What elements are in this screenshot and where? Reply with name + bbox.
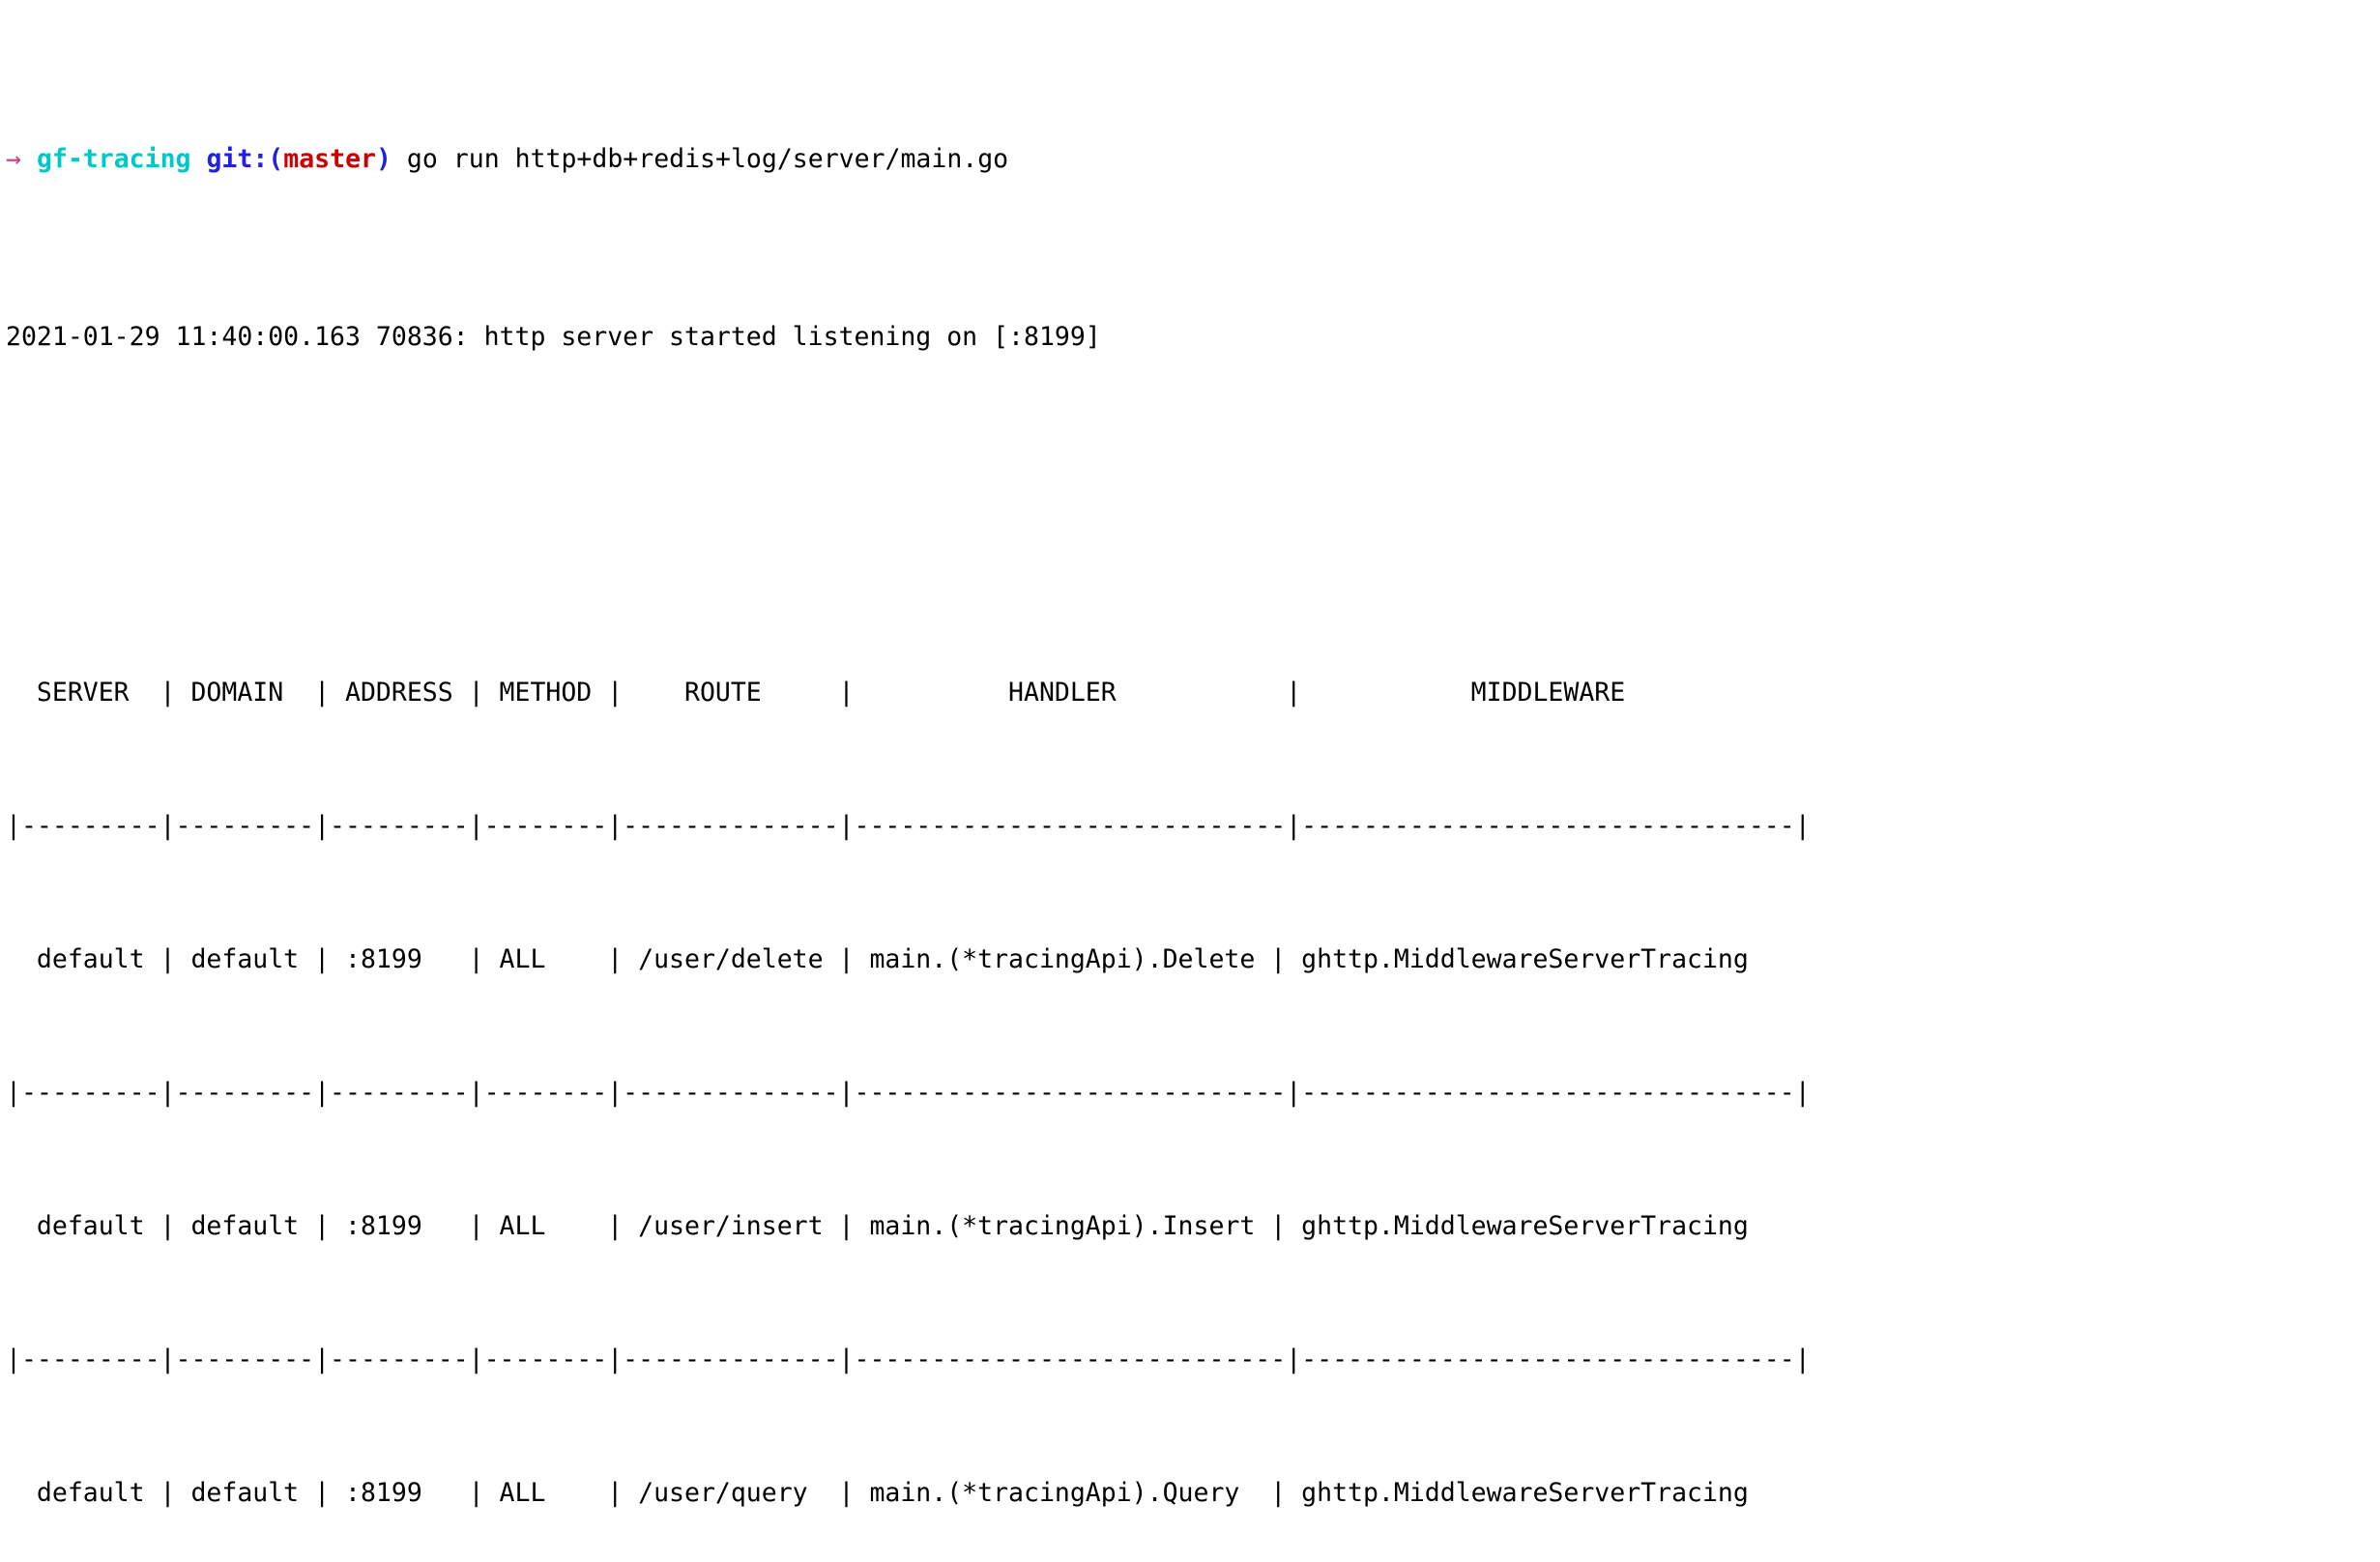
route-table-separator-0: |---------|---------|---------|--------|… <box>6 811 1811 841</box>
prompt-command: go run http+db+redis+log/server/main.go <box>406 144 1009 174</box>
route-table-header: SERVER | DOMAIN | ADDRESS | METHOD | ROU… <box>6 678 1795 708</box>
route-table-separator-1: |---------|---------|---------|--------|… <box>6 1078 1811 1108</box>
prompt-git-branch: master <box>283 144 376 174</box>
terminal-window[interactable]: → gf-tracing git:(master) go run http+db… <box>0 0 2380 1508</box>
table-row: default | default | :8199 | ALL | /user/… <box>6 1211 1764 1241</box>
prompt-directory: gf-tracing <box>36 144 191 174</box>
prompt-git-label: git: <box>206 144 269 174</box>
prompt-paren-close: ) <box>375 144 392 174</box>
prompt-line: → gf-tracing git:(master) go run http+db… <box>0 137 2380 182</box>
prompt-arrow-icon: → <box>6 144 21 174</box>
prompt-paren-open: ( <box>268 144 284 174</box>
blank-line-1 <box>0 493 2380 537</box>
route-table-separator-2: |---------|---------|---------|--------|… <box>6 1345 1811 1374</box>
startup-log-line: 2021-01-29 11:40:00.163 70836: http serv… <box>6 322 1101 352</box>
table-row: default | default | :8199 | ALL | /user/… <box>6 1478 1764 1508</box>
table-row: default | default | :8199 | ALL | /user/… <box>6 944 1764 974</box>
